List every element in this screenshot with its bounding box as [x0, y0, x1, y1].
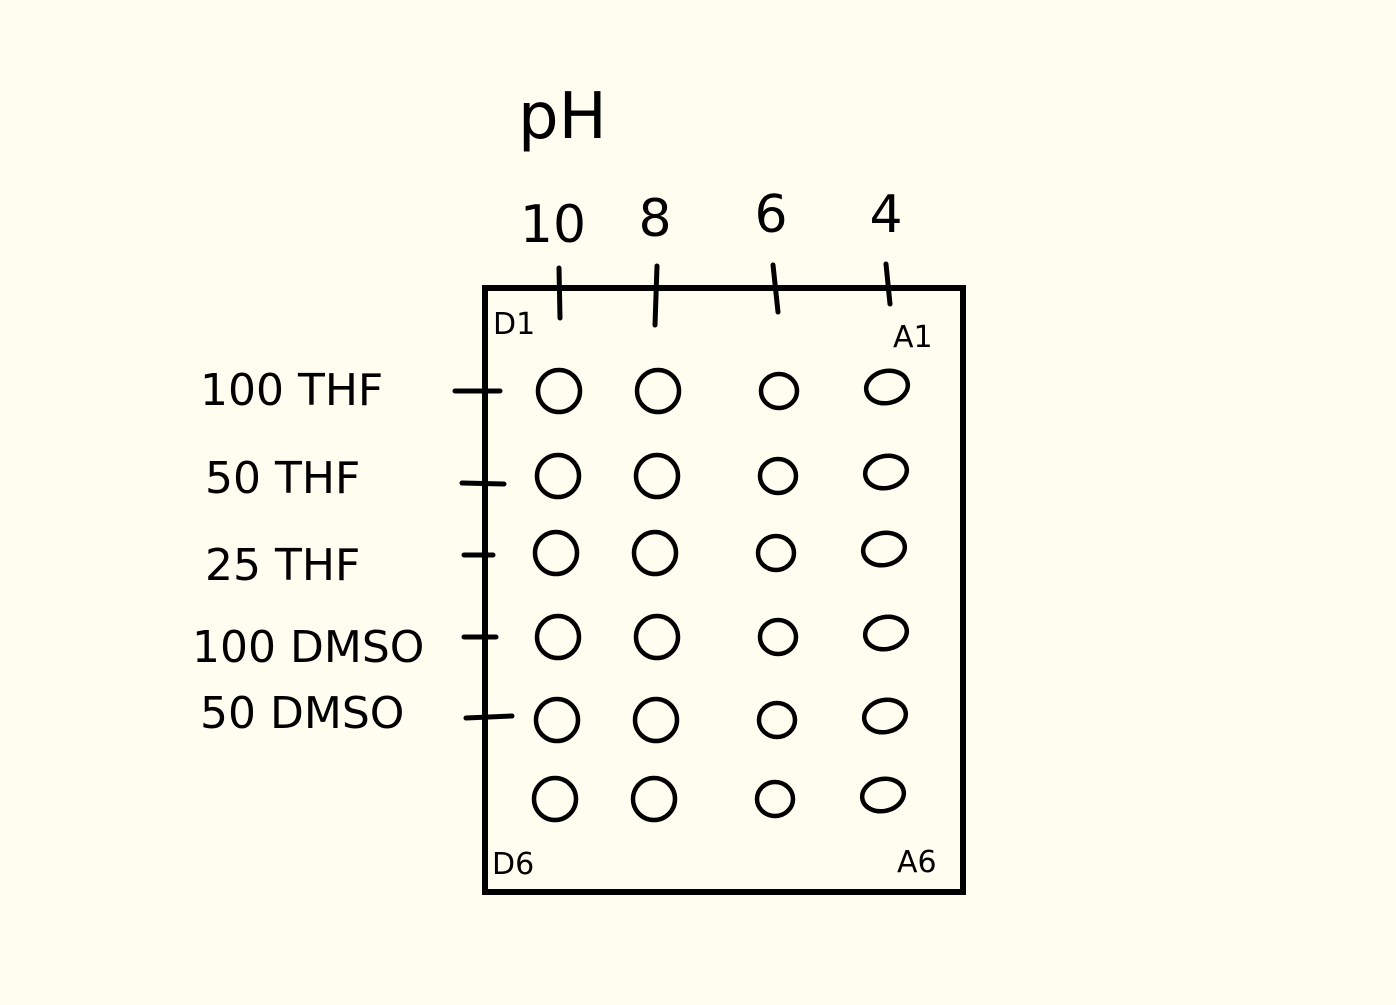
row-label: 25 THF [205, 540, 360, 591]
row-tick [459, 480, 507, 487]
column-tick [883, 261, 893, 307]
well [632, 696, 680, 744]
corner-label-top-right: A1 [893, 320, 933, 355]
row-tick [463, 713, 515, 721]
well [756, 700, 798, 740]
well [630, 775, 678, 823]
column-tick [556, 265, 563, 321]
well [860, 530, 908, 568]
column-tick [652, 263, 660, 328]
well [859, 776, 907, 814]
axis-title: pH [518, 80, 607, 154]
well [534, 613, 582, 661]
plate-outline [482, 285, 966, 895]
well [755, 533, 797, 573]
column-tick [770, 262, 781, 315]
column-label: 8 [638, 189, 671, 249]
row-label: 50 DMSO [200, 688, 404, 739]
well [862, 614, 910, 652]
row-label: 50 THF [205, 453, 360, 504]
well-grid [531, 367, 911, 823]
row-labels: 100 THF 50 THF 25 THF 100 DMSO 50 DMSO [192, 365, 424, 739]
well [634, 367, 682, 415]
well [861, 697, 909, 735]
well [535, 367, 583, 415]
corner-label-bottom-right: A6 [897, 845, 937, 880]
column-label: 6 [754, 185, 787, 245]
corner-label-top-left: D1 [493, 307, 535, 342]
well [633, 613, 681, 661]
well [534, 452, 582, 500]
column-ticks [556, 261, 893, 328]
column-labels: 10 8 6 4 [520, 185, 903, 255]
row-ticks [452, 388, 515, 721]
well [863, 368, 911, 406]
corner-labels: D1 A1 D6 A6 [492, 307, 937, 882]
well [754, 779, 796, 819]
well [757, 617, 799, 657]
well [757, 456, 799, 496]
well [758, 371, 800, 411]
well [531, 775, 579, 823]
well [533, 696, 581, 744]
well [633, 452, 681, 500]
row-label: 100 DMSO [192, 622, 424, 673]
well [862, 453, 910, 491]
well [631, 529, 679, 577]
column-label: 4 [869, 185, 902, 245]
row-label: 100 THF [200, 365, 383, 416]
well [532, 529, 580, 577]
column-label: 10 [520, 195, 586, 255]
corner-label-bottom-left: D6 [492, 847, 534, 882]
